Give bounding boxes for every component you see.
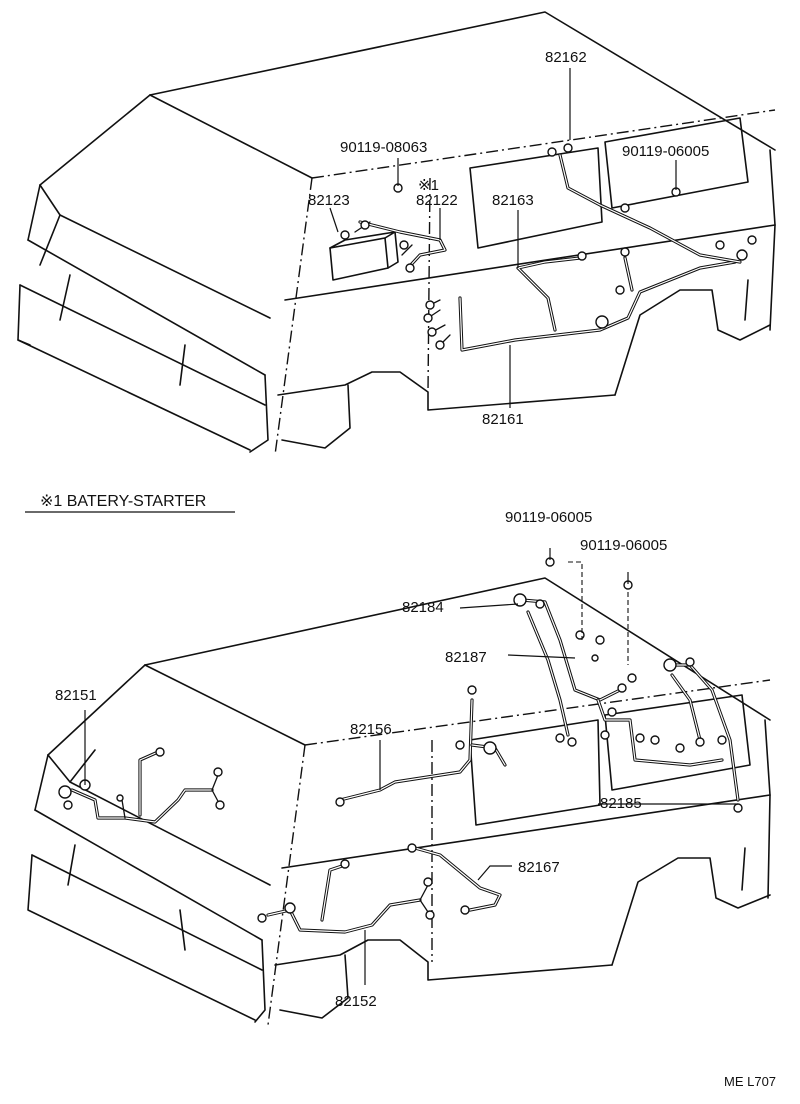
top-labels: 82162 90119-08063 90119-06005 ※1 82123 8… <box>308 49 709 428</box>
label-90119-06005-top: 90119-06005 <box>622 143 709 160</box>
figure-code: ME L707 <box>724 1074 776 1089</box>
label-82151: 82151 <box>55 687 97 704</box>
battery-box <box>329 231 399 281</box>
label-90119-08063: 90119-08063 <box>340 139 427 156</box>
label-90119-06005-a: 90119-06005 <box>505 509 592 526</box>
top-leader-lines <box>329 68 677 408</box>
label-82162: 82162 <box>545 49 587 66</box>
top-harness-wires <box>354 153 742 352</box>
note-battery-starter: ※1 BATERY-STARTER <box>40 493 206 510</box>
label-82152: 82152 <box>335 993 377 1010</box>
label-82163: 82163 <box>492 192 534 209</box>
label-82122: 82122 <box>416 192 458 209</box>
label-82187: 82187 <box>445 649 487 666</box>
label-82185: 82185 <box>600 795 642 812</box>
label-82156: 82156 <box>350 721 392 738</box>
label-82167: 82167 <box>518 859 560 876</box>
bottom-labels: 90119-06005 90119-06005 82184 82187 8215… <box>55 509 667 1010</box>
label-82184: 82184 <box>402 599 444 616</box>
bottom-harness-wires <box>70 598 740 934</box>
label-90119-06005-b: 90119-06005 <box>580 537 667 554</box>
label-82161: 82161 <box>482 411 524 428</box>
top-van-body <box>17 11 776 456</box>
label-82123: 82123 <box>308 192 350 209</box>
bottom-connectors <box>58 557 743 923</box>
top-connectors <box>340 143 757 350</box>
bottom-leader-lines <box>84 548 738 985</box>
note-block: ※1 BATERY-STARTER <box>25 493 235 513</box>
label-note-mark: ※1 <box>418 177 439 194</box>
